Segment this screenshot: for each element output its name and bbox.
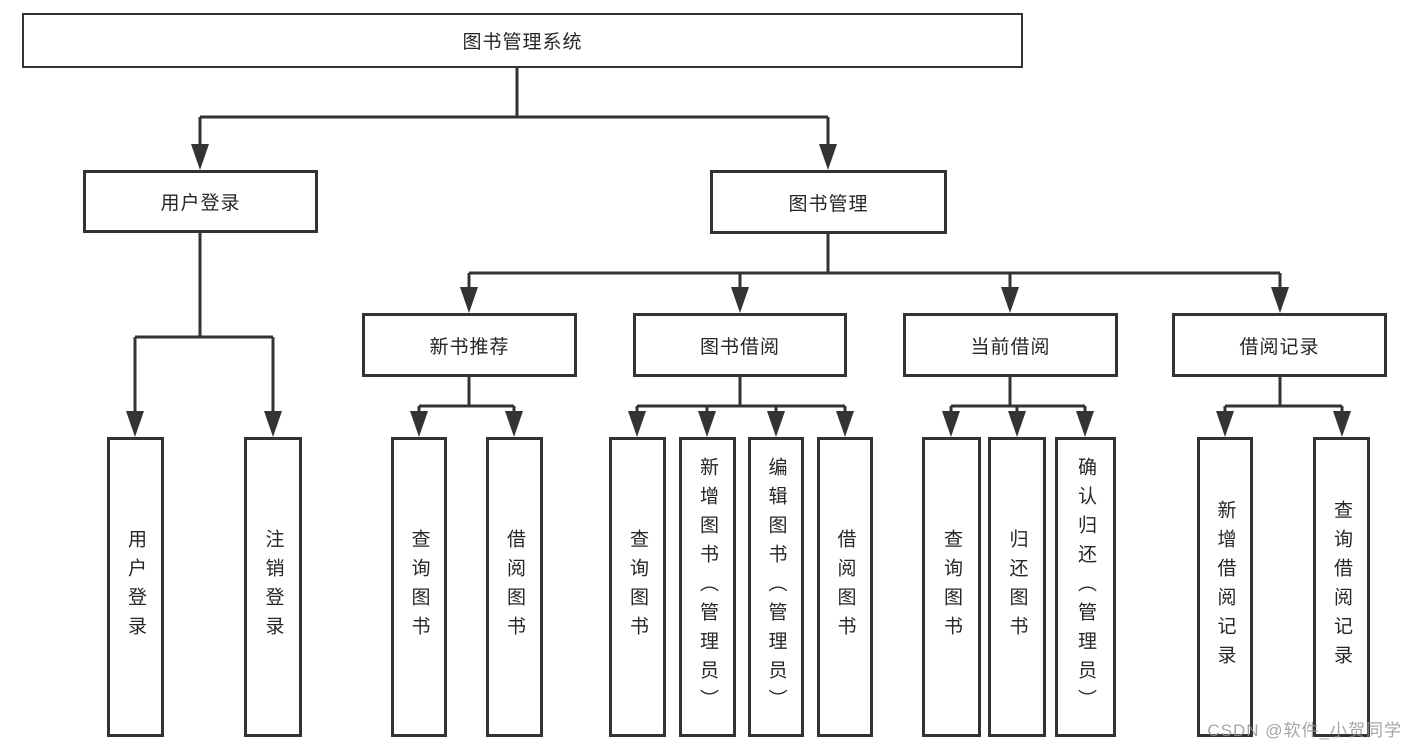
leaf-cb-return-books: 归还图书 (988, 437, 1046, 737)
leaf-nb-query-books: 查询图书 (391, 437, 447, 737)
connector-book-borrow-to-leaves (635, 377, 847, 415)
arrowhead (767, 411, 785, 437)
node-user-login: 用户登录 (83, 170, 318, 233)
node-new-book-recommend-label: 新书推荐 (429, 336, 510, 358)
leaf-cb-confirm-return-admin: 确认归还（管理员） (1055, 437, 1116, 737)
node-borrow-record-label: 借阅记录 (1239, 336, 1320, 358)
node-library-system: 图书管理系统 (22, 13, 1023, 68)
arrowhead (819, 144, 837, 170)
leaf-bb-query-books-label: 查询图书 (627, 529, 648, 645)
leaf-bb-edit-books-admin: 编辑图书（管理员） (748, 437, 804, 737)
node-current-borrow: 当前借阅 (903, 313, 1118, 377)
leaf-logout: 注销登录 (244, 437, 302, 737)
connector-book-mgmt-to-level3 (467, 234, 1282, 291)
leaf-br-add-record-label: 新增借阅记录 (1214, 500, 1236, 674)
node-new-book-recommend: 新书推荐 (362, 313, 577, 377)
leaf-bb-add-books-admin-label: 新增图书（管理员） (697, 456, 718, 718)
node-current-borrow-label: 当前借阅 (970, 336, 1051, 358)
arrowhead (1008, 411, 1026, 437)
leaf-nb-borrow-books-label: 借阅图书 (504, 529, 525, 645)
arrowhead (264, 411, 282, 437)
arrowhead (460, 287, 478, 313)
arrowhead (505, 411, 523, 437)
node-book-management: 图书管理 (710, 170, 947, 234)
arrowhead (942, 411, 960, 437)
leaf-nb-borrow-books: 借阅图书 (486, 437, 543, 737)
node-book-borrow: 图书借阅 (633, 313, 847, 377)
connector-current-borrow-to-leaves (949, 377, 1087, 415)
arrowhead (410, 411, 428, 437)
arrowhead (698, 411, 716, 437)
leaf-br-query-record-label: 查询借阅记录 (1331, 500, 1352, 674)
node-book-borrow-label: 图书借阅 (699, 336, 780, 358)
leaf-bb-edit-books-admin-label: 编辑图书（管理员） (765, 456, 787, 718)
arrowhead (1001, 287, 1019, 313)
leaf-cb-confirm-return-admin-label: 确认归还（管理员） (1075, 456, 1096, 718)
arrowhead (1271, 287, 1289, 313)
arrowhead (1333, 411, 1351, 437)
leaf-br-query-record: 查询借阅记录 (1313, 437, 1370, 737)
connector-root-to-level2 (198, 68, 830, 148)
leaf-br-add-record: 新增借阅记录 (1197, 437, 1253, 737)
leaf-nb-query-books-label: 查询图书 (408, 529, 430, 645)
connector-user-login-to-leaves (133, 233, 275, 415)
leaf-user-login: 用户登录 (107, 437, 164, 737)
leaf-user-login-label: 用户登录 (125, 529, 146, 645)
node-user-login-label: 用户登录 (160, 193, 241, 214)
arrowhead (1216, 411, 1234, 437)
arrowhead (836, 411, 854, 437)
leaf-bb-add-books-admin: 新增图书（管理员） (679, 437, 736, 737)
leaf-logout-label: 注销登录 (262, 529, 284, 645)
connector-new-book-rec-to-leaves (417, 377, 516, 415)
node-book-management-label: 图书管理 (788, 193, 869, 215)
node-borrow-record: 借阅记录 (1172, 313, 1387, 377)
node-library-system-label: 图书管理系统 (462, 32, 583, 53)
arrowhead (126, 411, 144, 437)
leaf-bb-query-books: 查询图书 (609, 437, 666, 737)
leaf-cb-query-books-label: 查询图书 (941, 529, 962, 645)
arrowhead (191, 144, 209, 170)
connector-borrow-record-to-leaves (1223, 377, 1344, 415)
watermark: CSDN @软件_小贺同学 (1207, 721, 1402, 740)
leaf-bb-borrow-books-label: 借阅图书 (834, 529, 856, 645)
arrowhead (1076, 411, 1094, 437)
leaf-cb-query-books: 查询图书 (922, 437, 981, 737)
leaf-bb-borrow-books: 借阅图书 (817, 437, 873, 737)
arrowhead (628, 411, 646, 437)
leaf-cb-return-books-label: 归还图书 (1006, 529, 1028, 645)
arrowhead (731, 287, 749, 313)
